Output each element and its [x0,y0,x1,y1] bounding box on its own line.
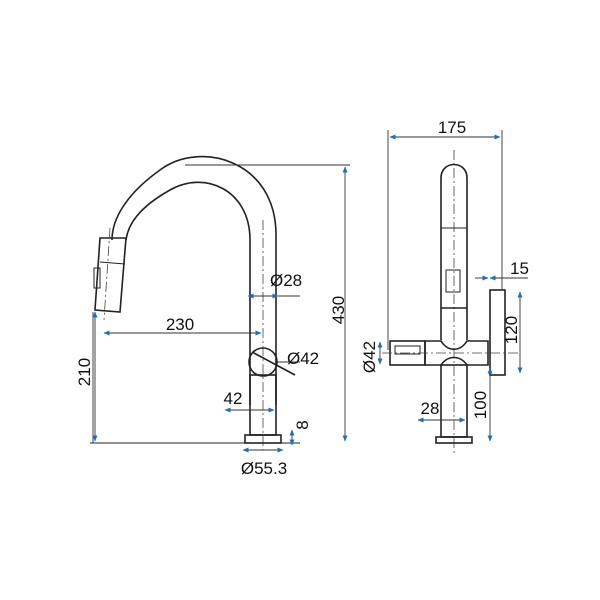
dim-base-thickness: 8 [293,420,312,429]
dim-outlet-height: 210 [75,358,94,386]
dim-front-stem-width: 28 [421,399,440,418]
front-left-lever-grip [394,345,421,355]
dim-spout-diameter: Ø28 [270,271,302,290]
dim-base-width: 42 [224,389,243,408]
dim-body-diameter: Ø42 [287,349,319,368]
side-view: 430 210 230 Ø28 Ø42 42 8 Ø55.3 [75,155,350,478]
dim-front-lever-offset: 15 [510,259,529,278]
spray-button [93,267,101,289]
front-view: 175 15 120 Ø42 28 100 [360,118,529,455]
dim-spout-reach: 230 [166,315,194,334]
spout-inner-curve [125,181,251,405]
dim-front-lever-height: 120 [502,316,521,344]
spout-outer-curve [111,155,277,405]
dim-front-stem-height: 100 [471,391,490,419]
front-right-lever [489,289,506,376]
spray-centerline [103,227,111,321]
dim-front-body-diameter: Ø42 [360,341,379,373]
front-spout [440,163,468,340]
front-spray-button [445,269,461,293]
dim-front-total-width: 175 [438,118,466,137]
dim-total-height: 430 [329,296,348,324]
front-base [435,436,473,444]
handle-lever [251,351,296,376]
front-body-waist [424,340,489,366]
dim-base-diameter: Ø55.3 [241,459,287,478]
spray-head-split [99,261,126,265]
spray-head [94,237,127,313]
